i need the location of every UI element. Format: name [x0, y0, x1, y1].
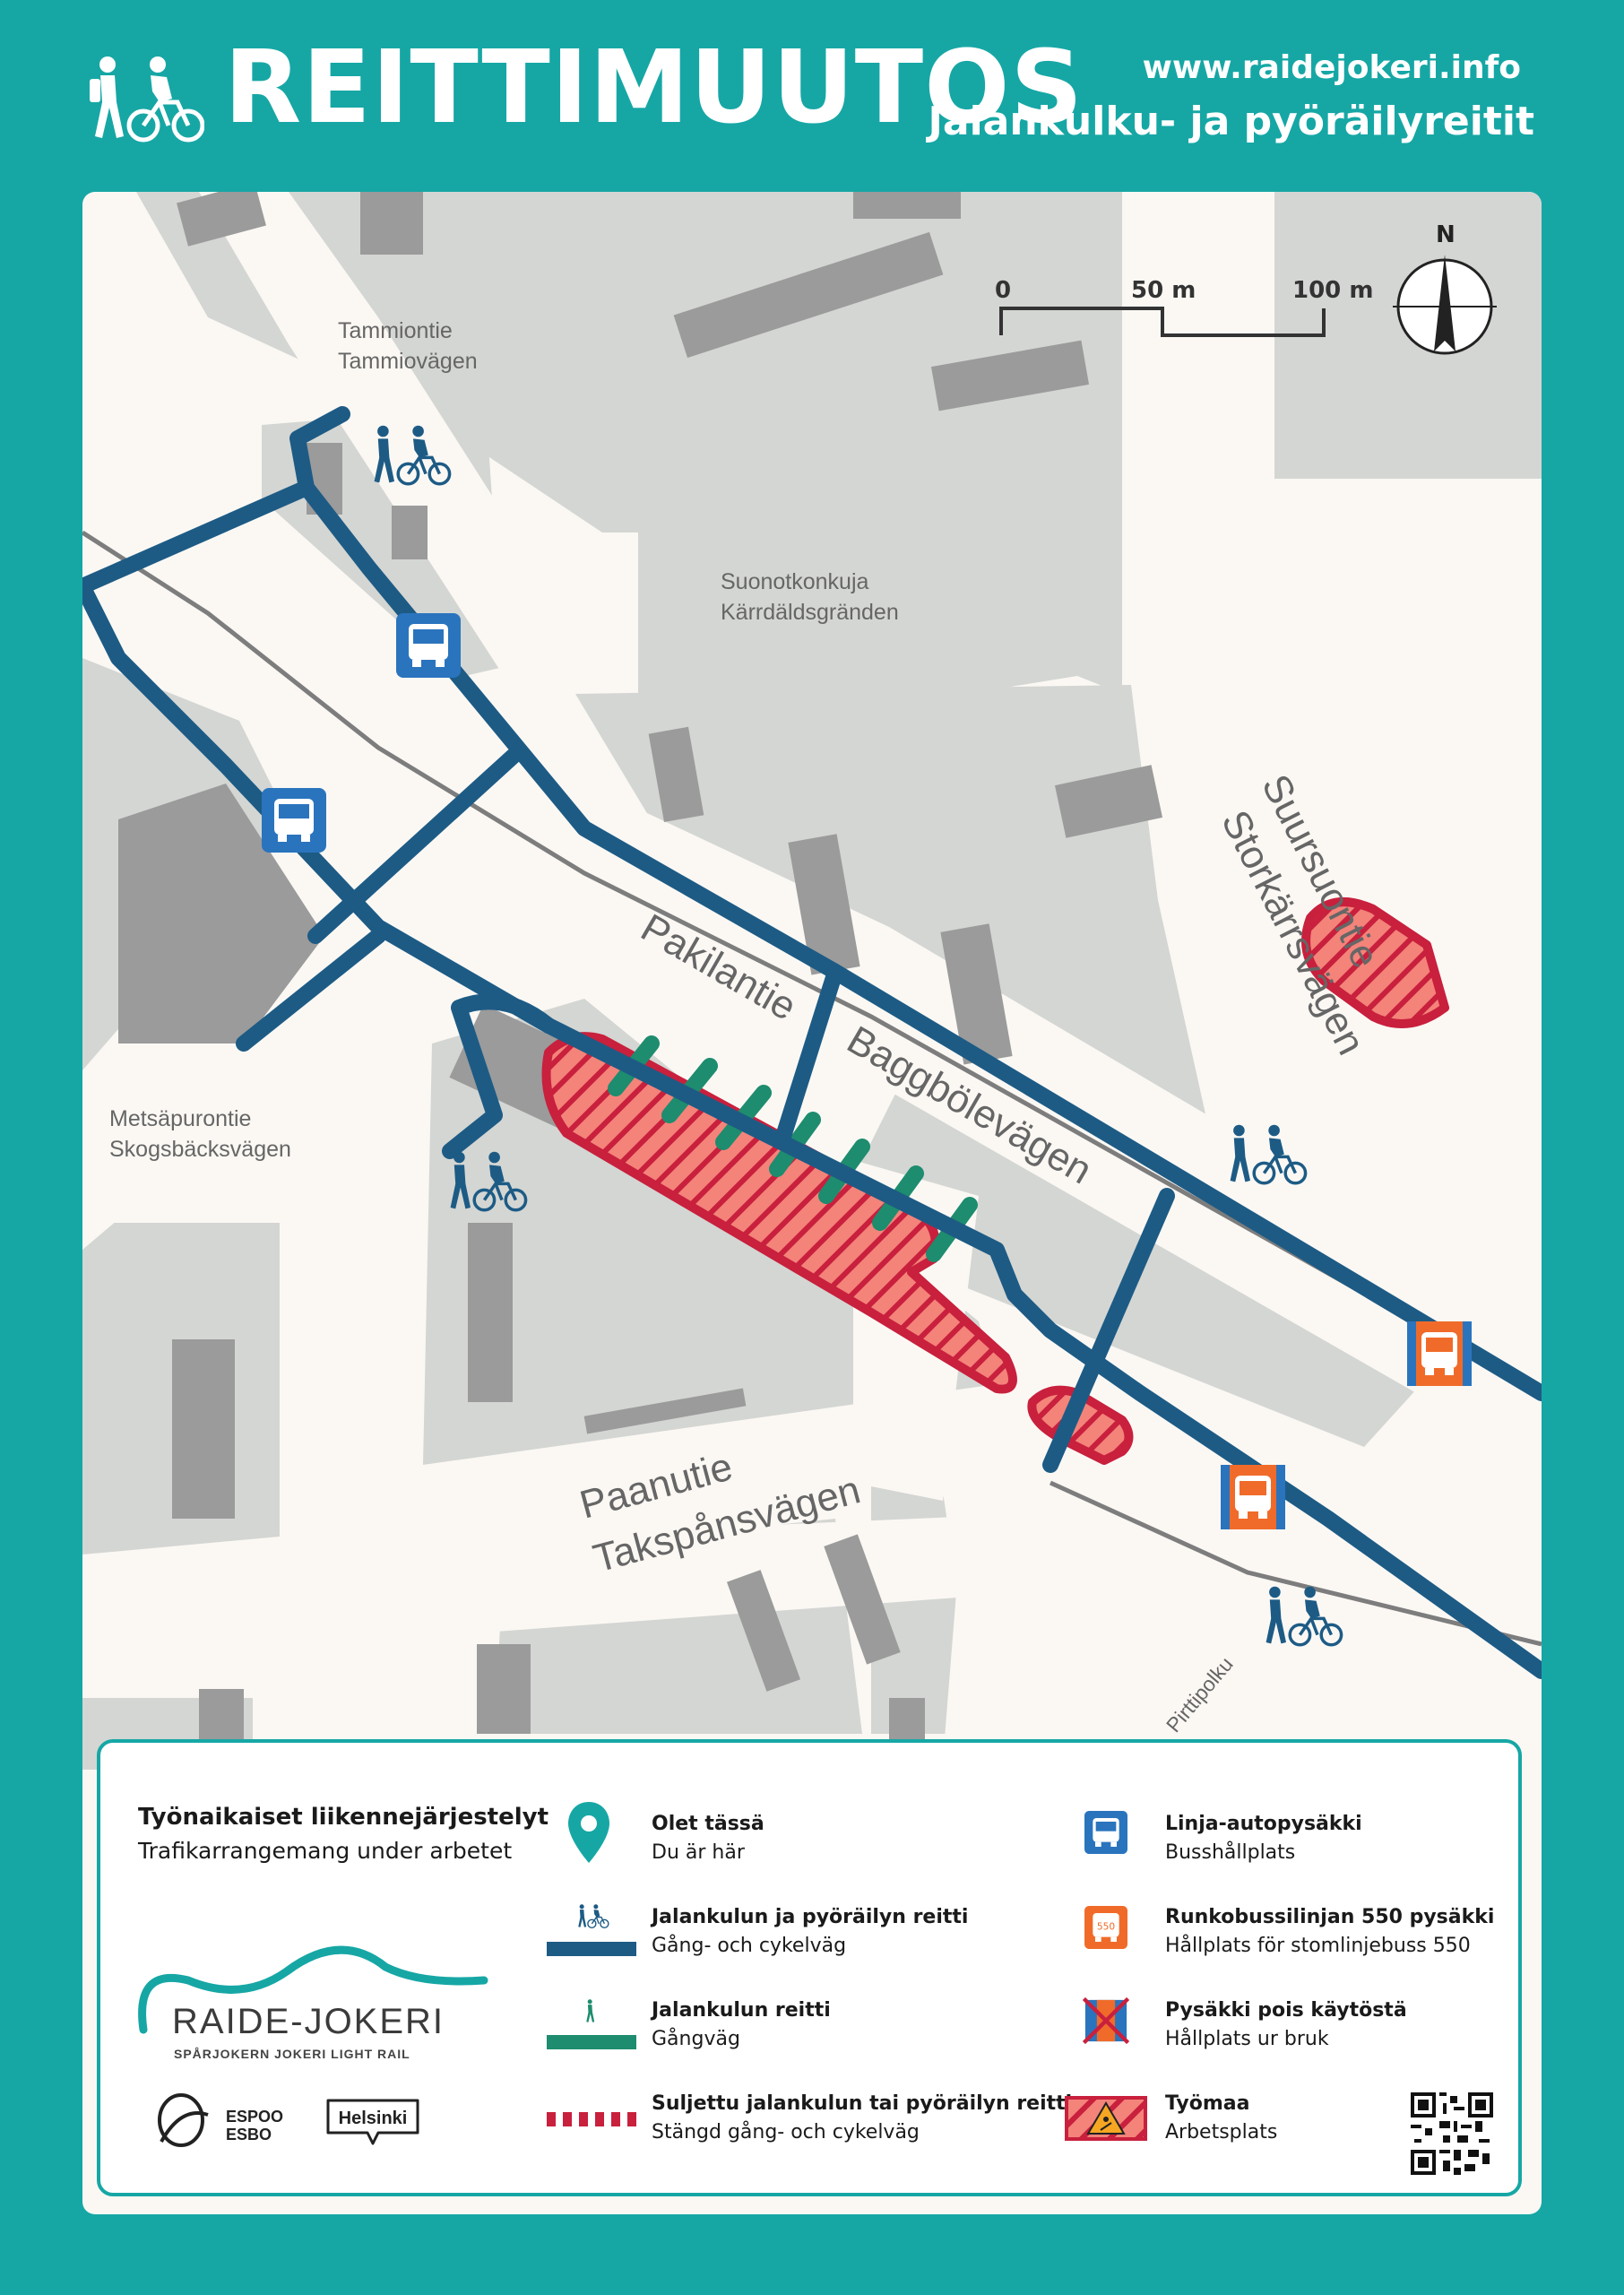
- legend-heading-sv: Trafikarrangemang under arbetet: [138, 1838, 513, 1864]
- scale-label: 100 m: [1292, 277, 1373, 304]
- legend-label-sv: Busshållplats: [1165, 1841, 1296, 1864]
- legend-label-sv: Hållplats för stomlinjebuss 550: [1165, 1935, 1471, 1957]
- legend-label-sv: Arbetsplats: [1165, 2121, 1278, 2143]
- walk-route-icon: [547, 1999, 636, 2049]
- walk-bike-routes: [82, 406, 1542, 1679]
- worksite-areas: [541, 897, 1449, 1465]
- legend-label: Suljettu jalankulun tai pyöräilyn reitti: [652, 2092, 1073, 2115]
- helsinki-logo: Helsinki: [326, 2099, 419, 2145]
- street-label: Tammiontie: [338, 318, 453, 343]
- qr-code[interactable]: [1411, 2092, 1493, 2175]
- logo-text: ESBO: [226, 2126, 272, 2143]
- legend-label-sv: Du är här: [652, 1841, 745, 1864]
- logo-text: RAIDE-JOKERI: [172, 2002, 445, 2041]
- street-label: Suonotkonkuja: [721, 569, 869, 594]
- worksite-icon: [1065, 2096, 1147, 2141]
- walk-bike-icon: [450, 1151, 528, 1212]
- street-label: Metsäpurontie: [109, 1106, 251, 1131]
- header: REITTIMUUTOS www.raidejokeri.info Jalank…: [0, 0, 1624, 188]
- location-pin-icon: [568, 1802, 609, 1863]
- trunk-bus-stop-icon[interactable]: [1221, 1465, 1285, 1529]
- bus-stop-icon[interactable]: [262, 788, 326, 853]
- scale-label: 0: [995, 277, 1011, 304]
- scale-label: 50 m: [1131, 277, 1196, 304]
- logo-text: Helsinki: [339, 2109, 408, 2128]
- street-label: Kärrdäldsgränden: [721, 600, 899, 625]
- website-url[interactable]: www.raidejokeri.info: [1142, 49, 1521, 86]
- street-label: Pirttipolku: [1162, 1652, 1238, 1736]
- trunk-bus-stop-icon: 550: [1084, 1906, 1127, 1949]
- walk-bike-icon: [90, 56, 204, 143]
- trunk-bus-stop-icon[interactable]: [1407, 1321, 1472, 1386]
- legend-label: Pysäkki pois käytöstä: [1165, 1999, 1407, 2022]
- bus-stop-icon: [1084, 1811, 1127, 1854]
- street-label: Skogsbäcksvägen: [109, 1137, 291, 1162]
- walk-bike-icon: [1230, 1124, 1308, 1185]
- espoo-logo: ESPOO ESBO: [158, 2093, 283, 2147]
- logo-text: ESPOO: [226, 2108, 283, 2126]
- page-subtitle: Jalankulku- ja pyöräilyreitit: [928, 99, 1535, 144]
- legend-label: Jalankulun ja pyöräilyn reitti: [652, 1906, 969, 1928]
- trunk-icon-label: 550: [1097, 1921, 1116, 1933]
- legend-label: Työmaa: [1165, 2092, 1250, 2115]
- north-label: N: [1436, 221, 1456, 248]
- scale-bar: 0 50 m 100 m: [995, 277, 1373, 337]
- rail-track: [82, 530, 1542, 1396]
- legend-label-sv: Hållplats ur bruk: [1165, 2028, 1329, 2050]
- route-map: 0 50 m 100 m N: [82, 192, 1542, 1770]
- legend-label-sv: Gångväg: [652, 2028, 740, 2050]
- logo-subtext: SPÅRJOKERN JOKERI LIGHT RAIL: [174, 2047, 410, 2061]
- raide-jokeri-logo: RAIDE-JOKERI SPÅRJOKERN JOKERI LIGHT RAI…: [138, 1945, 488, 2061]
- legend-label: Jalankulun reitti: [652, 1999, 831, 2022]
- walk-bike-route-icon: [547, 1904, 636, 1956]
- street-label: Tammiovägen: [338, 349, 478, 374]
- compass-icon: N: [1393, 221, 1497, 355]
- legend-label-sv: Gång- och cykelväg: [652, 1935, 847, 1957]
- walk-bike-icon: [1266, 1586, 1343, 1647]
- bus-stop-icon[interactable]: [396, 613, 461, 678]
- buildings: [118, 192, 1163, 1761]
- legend-label: Olet tässä: [652, 1813, 764, 1835]
- walk-bike-icon: [374, 425, 452, 486]
- legend-label: Runkobussilinjan 550 pysäkki: [1165, 1906, 1495, 1928]
- closed-route-icon: [547, 2112, 636, 2126]
- stop-closed-icon: [1083, 1997, 1129, 2044]
- legend-heading: Työnaikaiset liikennejärjestelyt: [138, 1804, 549, 1831]
- legend-label: Linja-autopysäkki: [1165, 1813, 1362, 1835]
- rail-track: [1049, 1480, 1542, 1647]
- legend-label-sv: Stängd gång- och cykelväg: [652, 2121, 920, 2143]
- page-title: REITTIMUUTOS: [224, 30, 1084, 146]
- legend: Työnaikaiset liikennejärjestelyt Trafika…: [97, 1739, 1522, 2196]
